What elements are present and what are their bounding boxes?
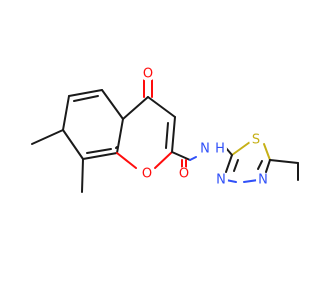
bond [86,148,112,154]
bond [257,160,263,170]
atom-h-amide: H [213,142,227,157]
atom-n-amide: N [198,142,212,157]
bond [116,152,137,169]
atom-label: N [216,173,226,188]
bond [231,141,251,156]
atom-n-ring-2: N [256,173,270,188]
atom-o-keto: O [141,67,155,82]
bond [189,156,197,161]
bond [171,151,191,161]
bond [73,95,99,102]
atom-o-ring: O [140,167,154,182]
bond [101,89,124,120]
molecule-structure: O O O N H S N N [31,67,299,193]
atom-label: O [143,67,153,82]
bond [233,159,239,172]
atom-label: N [258,173,268,188]
bond [147,96,176,118]
bond [122,96,149,120]
bond [263,143,271,161]
atom-label: S [252,133,260,148]
bond [225,154,233,173]
bond [171,116,176,153]
atom-s-ring: S [249,133,263,148]
bond [269,159,299,164]
bond [165,122,169,149]
atom-o-amide: O [177,167,191,182]
atom-n-ring-1: N [214,173,228,188]
bond [116,118,124,154]
bond [225,147,233,156]
atom-label: O [179,167,189,182]
atom-label: H [215,142,225,157]
bond [243,179,259,183]
bond [62,95,70,131]
bond [154,151,173,169]
bond [62,129,84,160]
bond [68,89,103,97]
bond [82,152,118,160]
bond [81,158,84,193]
atom-label: O [142,167,152,182]
bond [265,159,271,173]
bond [115,146,118,149]
bond [31,129,64,145]
bond-lines [31,79,299,193]
atom-label: N [200,142,210,157]
atom-labels: O O O N H S N N [140,67,270,188]
